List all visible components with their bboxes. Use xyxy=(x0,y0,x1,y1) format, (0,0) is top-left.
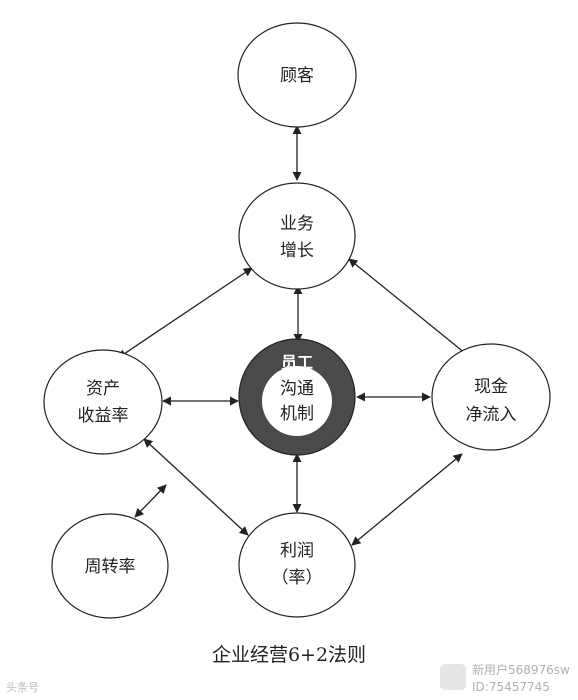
node-net-cash-inflow xyxy=(431,343,551,451)
watermark-user: 新用户568976sw xyxy=(472,663,570,677)
edge-asset-profit xyxy=(143,438,249,536)
label-profit-1: 利润 xyxy=(280,541,314,561)
node-business-growth xyxy=(238,182,356,290)
node-asset-return xyxy=(43,349,163,455)
edge-business-asset xyxy=(117,267,253,359)
watermark-left: 头条号 xyxy=(6,681,39,694)
label-employee-comm-3: 机制 xyxy=(280,404,314,424)
label-employee-comm-1: 员工 xyxy=(281,353,313,372)
edge-profit-cash xyxy=(351,453,463,546)
edge-turnover-link xyxy=(134,484,167,518)
node-employee-comm-inner xyxy=(262,366,332,436)
edge-business-cash xyxy=(348,258,472,359)
watermark-id: ID:75457745 xyxy=(472,680,550,694)
label-business-growth-2: 增长 xyxy=(280,241,314,261)
watermark-right: 新用户568976sw ID:75457745 xyxy=(472,662,570,696)
diagram-caption: 企业经营6+2法则 xyxy=(211,644,367,666)
label-asset-return-1: 资产 xyxy=(86,379,120,399)
label-net-cash-1: 现金 xyxy=(474,377,508,397)
label-asset-return-2: 收益率 xyxy=(78,406,129,426)
label-turnover: 周转率 xyxy=(85,557,136,577)
label-customer: 顾客 xyxy=(280,66,314,86)
watermark-logo-icon xyxy=(440,664,466,690)
label-employee-comm-2: 沟通 xyxy=(280,379,314,399)
node-profit xyxy=(238,512,356,618)
node-customer xyxy=(237,22,357,128)
label-net-cash-2: 净流入 xyxy=(466,405,517,425)
label-profit-2: （率） xyxy=(272,568,323,588)
label-business-growth-1: 业务 xyxy=(280,214,314,234)
node-turnover xyxy=(51,513,169,619)
